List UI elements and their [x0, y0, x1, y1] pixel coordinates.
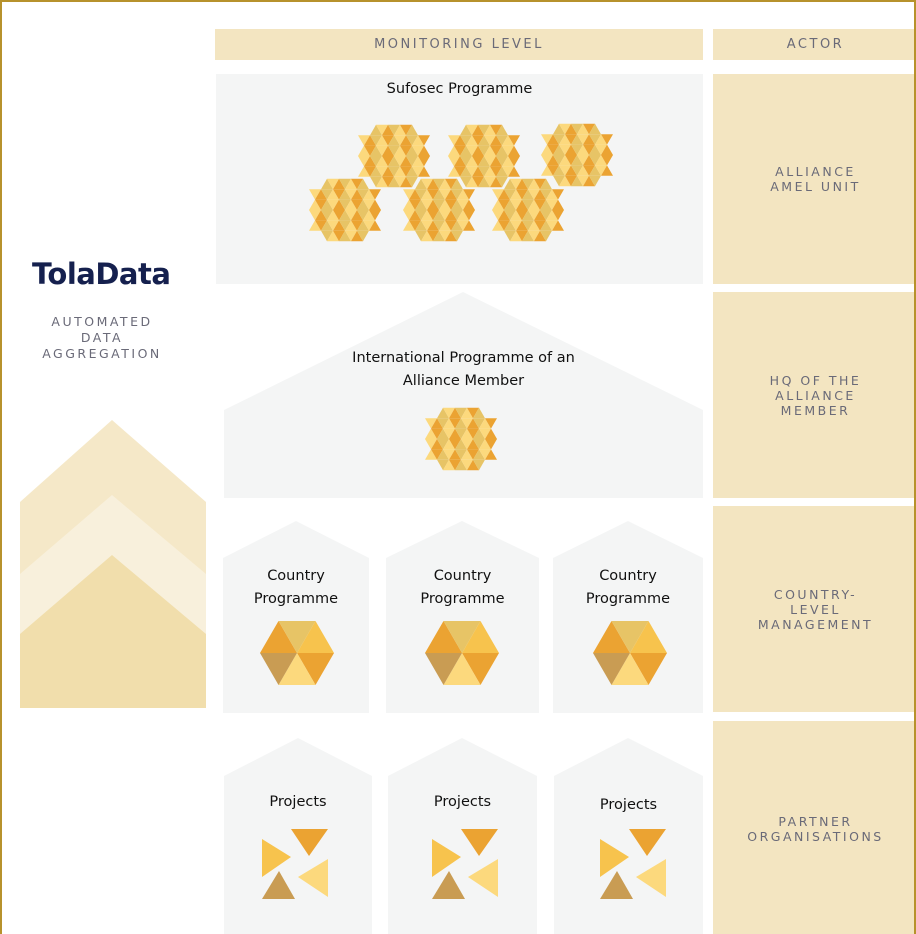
hexagon-cluster-icon-4 — [309, 178, 381, 242]
triangle-pinwheel-icon-3-right-triangle — [636, 859, 666, 897]
triangle-pinwheel-icon-2-top-triangle — [461, 829, 498, 856]
triangle-pinwheel-icon-2-right-triangle — [468, 859, 498, 897]
project-label-2: Projects — [433, 794, 492, 810]
actor-label-4: PARTNER ORGANISATIONS — [747, 813, 884, 844]
level-panel-international — [224, 292, 703, 498]
triangle-pinwheel-icon-1-top-triangle — [291, 829, 328, 856]
hexagon-cluster-icon-6 — [492, 178, 564, 242]
triangle-pinwheel-icon-3-left-triangle — [600, 839, 629, 877]
triangle-pinwheel-icon-2-bottom-triangle — [432, 871, 465, 899]
actor-label-1: ALLIANCE AMEL UNIT — [770, 164, 861, 194]
country-label-1: Country Programme — [253, 568, 339, 607]
level-panel-sufosec — [216, 74, 703, 284]
triangle-pinwheel-icon-3-bottom-triangle — [600, 871, 633, 899]
actor-label-2: HQ OF THE ALLIANCE MEMBER — [769, 372, 862, 418]
hexagon-cluster-icon-5 — [403, 178, 475, 242]
brand-subtitle: AUTOMATED DATA AGGREGATION — [42, 314, 162, 361]
actor-cell-1: ALLIANCE AMEL UNIT — [713, 74, 914, 284]
actor-cell-4: PARTNER ORGANISATIONS — [713, 721, 914, 934]
country-label-3: Country Programme — [585, 568, 671, 607]
header-monitoring-level: MONITORING LEVEL — [215, 29, 703, 60]
brand-logo-text: TolaData — [32, 257, 171, 291]
hexagon-icon-country-3 — [593, 621, 667, 685]
project-panel-2 — [388, 738, 537, 934]
hexagon-icon-country-2 — [425, 621, 499, 685]
hexagon-cluster-icon-3 — [541, 123, 613, 187]
triangle-pinwheel-icon-3-top-triangle — [629, 829, 666, 856]
hexagon-icon-country-1 — [260, 621, 334, 685]
hexagon-cluster-icon-1 — [358, 124, 430, 188]
level-label-sufosec: Sufosec Programme — [386, 81, 533, 97]
triangle-pinwheel-icon-1-right-triangle — [298, 859, 328, 897]
header-monitoring-level-label: MONITORING LEVEL — [374, 37, 544, 52]
actor-label-3: COUNTRY- LEVEL MANAGEMENT — [757, 586, 874, 632]
country-panel-3 — [553, 521, 703, 713]
country-panel-2 — [386, 521, 539, 713]
project-label-3: Projects — [599, 797, 658, 813]
triangle-pinwheel-icon-1-bottom-triangle — [262, 871, 295, 899]
header-actor: ACTOR — [713, 29, 914, 60]
triangle-pinwheel-icon-1-left-triangle — [262, 839, 291, 877]
hexagon-cluster-icon-international — [425, 407, 497, 471]
triangle-pinwheel-icon-2-left-triangle — [432, 839, 461, 877]
country-label-2: Country Programme — [420, 568, 505, 607]
header-actor-label: ACTOR — [786, 37, 845, 52]
actor-cell-3: COUNTRY- LEVEL MANAGEMENT — [713, 506, 914, 712]
actor-cell-2: HQ OF THE ALLIANCE MEMBER — [713, 292, 914, 498]
level-label-international: International Programme of an Alliance M… — [352, 350, 575, 389]
hexagon-cluster-icon-2 — [448, 124, 520, 188]
country-panel-1 — [223, 521, 369, 713]
project-label-1: Projects — [269, 794, 327, 810]
